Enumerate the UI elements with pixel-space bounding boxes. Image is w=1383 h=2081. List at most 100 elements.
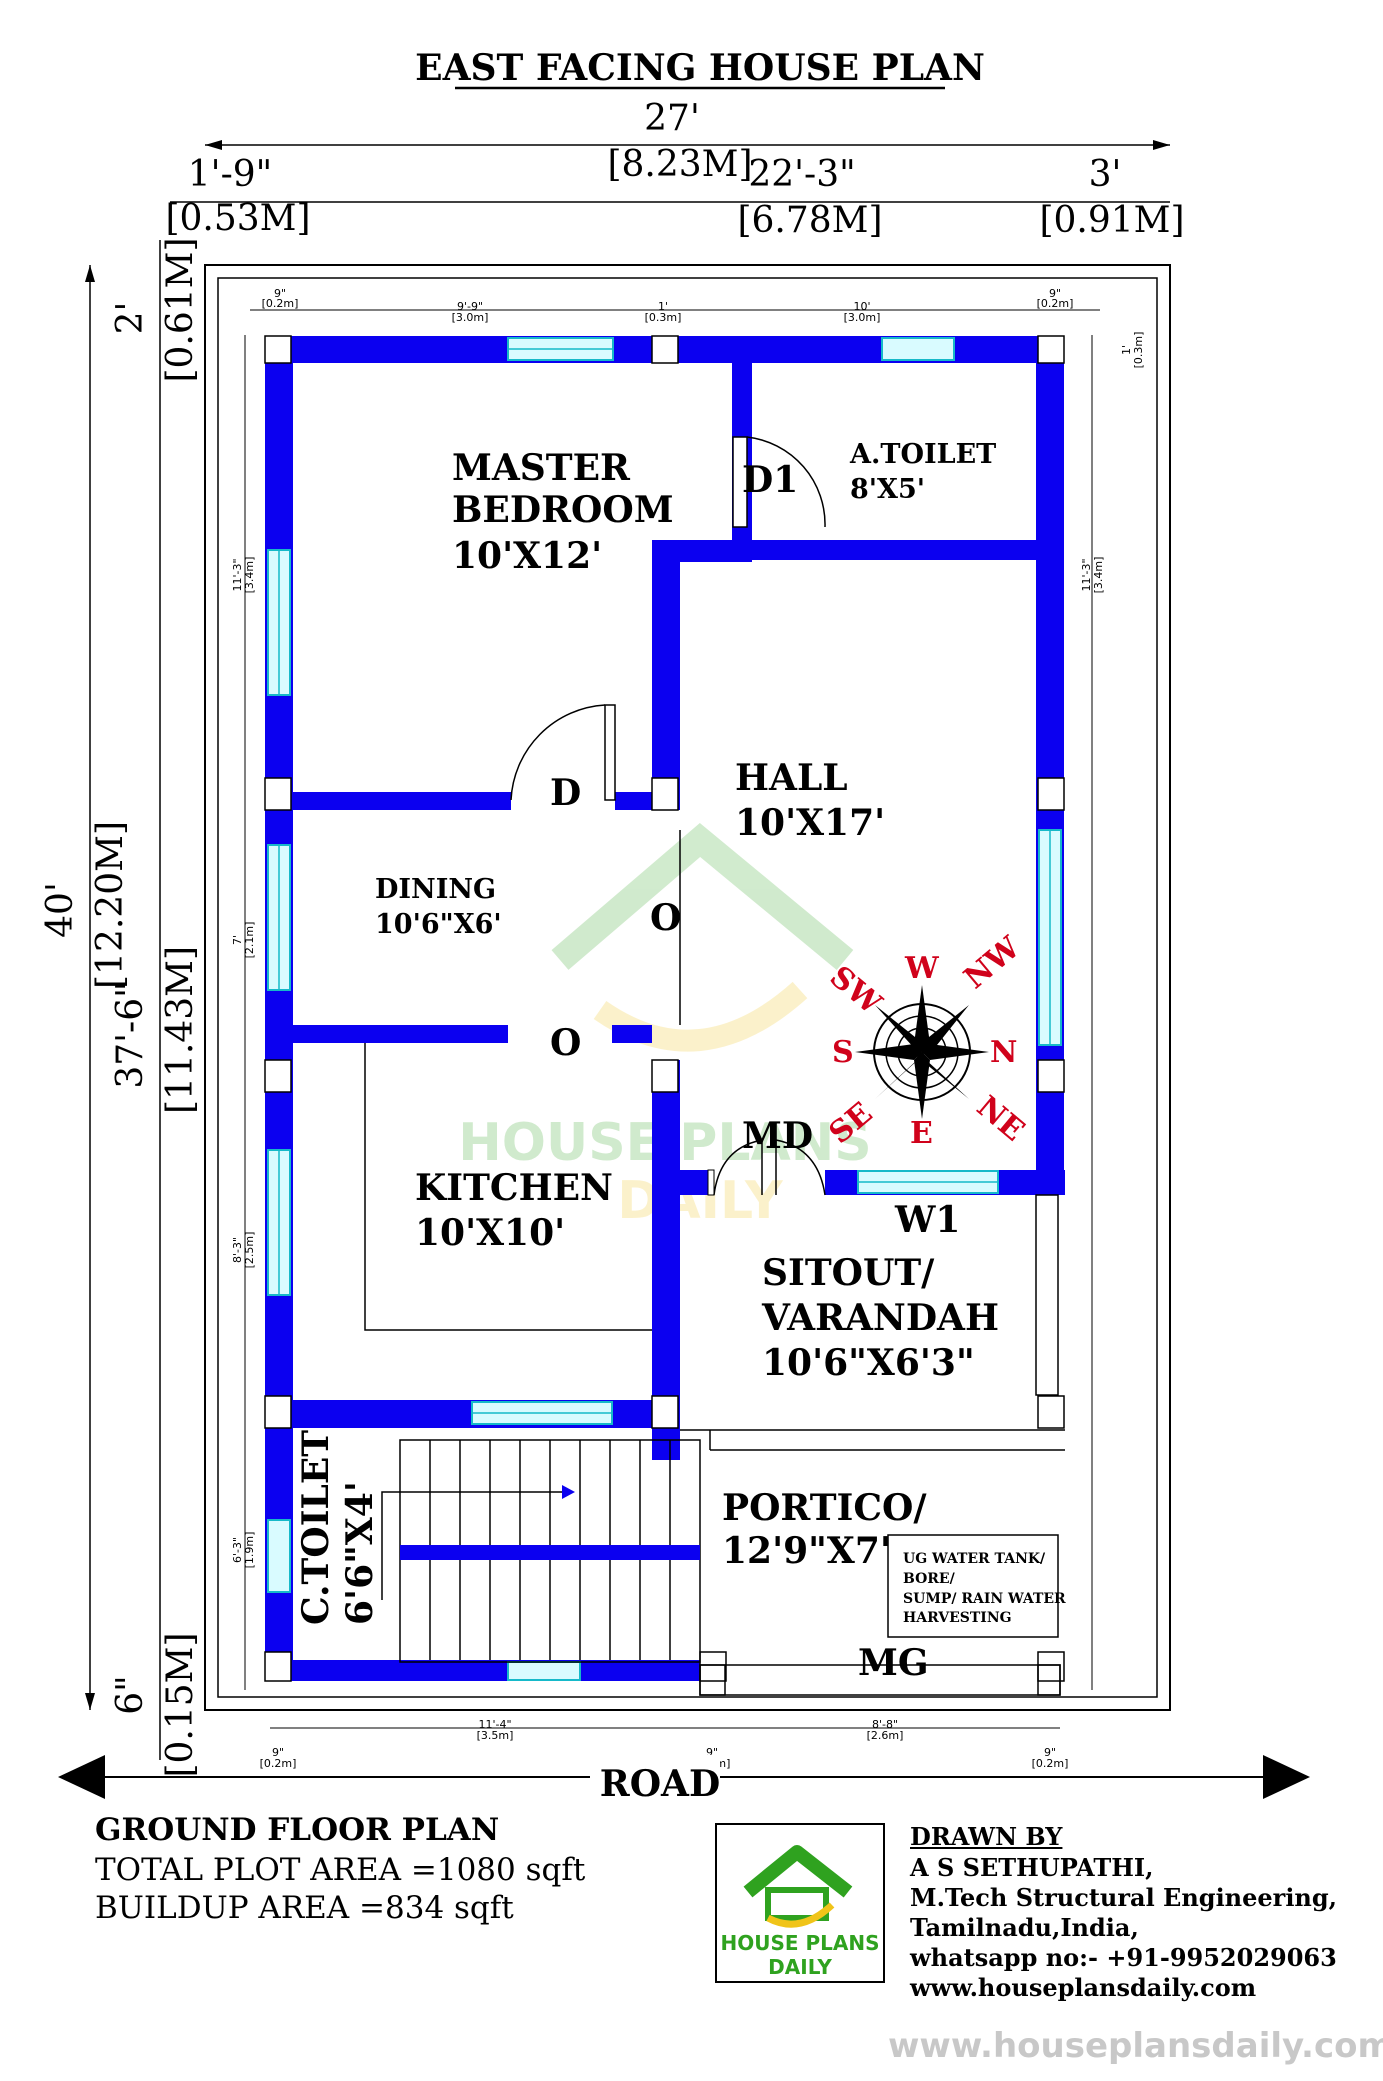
left-setback-metric: [0.53M] bbox=[165, 198, 310, 239]
logo-text-line2: DAILY bbox=[768, 1955, 832, 1979]
middle-width-label: 22'-3" bbox=[748, 154, 855, 195]
tiny-dim-s5: 1' bbox=[1120, 345, 1133, 355]
main-door-right-swing bbox=[775, 1139, 826, 1196]
bottom-setback-label: 6" bbox=[110, 1675, 151, 1714]
room-dining: DINING bbox=[375, 874, 496, 905]
tiny-dim-b1: 11'-4" bbox=[478, 1718, 511, 1731]
wall-bedroom-hall bbox=[652, 540, 680, 810]
drawn-by-heading: DRAWN BY bbox=[910, 1822, 1063, 1851]
window-stair-bottom bbox=[507, 1661, 581, 1681]
compass-west: W bbox=[904, 951, 940, 986]
ug-tank-line4: HARVESTING bbox=[903, 1610, 1012, 1626]
room-master-bedroom-line1: MASTER bbox=[452, 447, 631, 489]
column bbox=[1037, 1059, 1065, 1093]
left-setback-label: 1'-9" bbox=[188, 154, 272, 195]
room-kitchen-size: 10'X10' bbox=[415, 1212, 565, 1254]
dim-arrow-left bbox=[205, 140, 222, 150]
stair-arrow-line bbox=[381, 1491, 565, 1600]
kitchen-counter bbox=[364, 1043, 652, 1331]
tiny-dim-t3: 1' bbox=[658, 300, 668, 313]
footer-url[interactable]: www.houseplansdaily.com bbox=[888, 2026, 1383, 2066]
room-attached-toilet-size: 8'X5' bbox=[850, 474, 925, 505]
door-d-swing bbox=[510, 704, 606, 801]
tiny-dim-s3: 8'-3" bbox=[231, 1237, 244, 1263]
tiny-dim-s1m: [3.4m] bbox=[243, 557, 256, 594]
tiny-dim-s1m-right: [3.4m] bbox=[1092, 557, 1105, 594]
label-d: D bbox=[550, 772, 581, 814]
room-portico-size: 12'9"X7' bbox=[722, 1530, 891, 1572]
door-d1-leaf bbox=[732, 436, 748, 528]
room-sitout-line2: VARANDAH bbox=[761, 1297, 999, 1339]
middle-depth-label: 37'-6" bbox=[110, 981, 151, 1088]
tiny-dim-b3-right: 9" bbox=[1044, 1746, 1056, 1759]
windows bbox=[267, 337, 1062, 1681]
ug-tank-box bbox=[887, 1534, 1059, 1638]
room-portico: PORTICO/ bbox=[722, 1487, 927, 1529]
top-setback-metric: [0.61M] bbox=[160, 237, 201, 382]
drawn-by-name: A S SETHUPATHI, bbox=[910, 1853, 1154, 1882]
column bbox=[651, 1059, 679, 1093]
dim-arrow-bottom bbox=[85, 1693, 95, 1710]
tiny-dim-t5: 9" bbox=[1049, 287, 1061, 300]
total-plot-area: TOTAL PLOT AREA =1080 sqft bbox=[95, 1852, 586, 1888]
plot-boundary-outer bbox=[204, 264, 1171, 1711]
tiny-dim-b3-left: 9" bbox=[272, 1746, 284, 1759]
compass-east: E bbox=[910, 1116, 933, 1151]
logo-text-line1: HOUSE PLANS bbox=[720, 1931, 879, 1955]
watermark-house-roof bbox=[551, 823, 854, 971]
compass-northwest: NW bbox=[958, 929, 1028, 996]
road-arrow-right bbox=[1263, 1755, 1310, 1799]
label-main-gate: MG bbox=[858, 1642, 929, 1684]
tiny-dim-s4m: [1.9m] bbox=[243, 1532, 256, 1569]
tiny-dim-b3m-right: [0.2m] bbox=[1032, 1757, 1069, 1770]
tiny-dim-s2m: [2.1m] bbox=[243, 922, 256, 959]
walls bbox=[265, 336, 1065, 1681]
columns bbox=[264, 335, 1065, 1682]
column bbox=[651, 1395, 679, 1429]
floor-plan-heading: GROUND FLOOR PLAN bbox=[95, 1812, 500, 1848]
tiny-dim-b2m: [2.6m] bbox=[867, 1729, 904, 1742]
window-ctoilet bbox=[267, 1519, 291, 1593]
tiny-dim-s2: 7' bbox=[231, 935, 244, 945]
column bbox=[264, 777, 292, 811]
tiny-dim-t1: 9" bbox=[274, 287, 286, 300]
wall-bedroom-corner bbox=[652, 540, 752, 562]
label-opening-hall: O bbox=[650, 897, 681, 939]
label-main-door: MD bbox=[742, 1115, 813, 1157]
wall-bottom bbox=[265, 1660, 700, 1681]
tiny-dim-b3m-left: [0.2m] bbox=[260, 1757, 297, 1770]
sitout-parapet bbox=[1035, 1194, 1059, 1396]
room-master-bedroom-size: 10'X12' bbox=[452, 535, 602, 577]
compass-southwest: SW bbox=[823, 959, 889, 1022]
room-common-toilet-size: 6'6"X4' bbox=[339, 1481, 381, 1625]
middle-depth-metric: [11.43M] bbox=[160, 946, 201, 1114]
stair-mid-landing bbox=[400, 1545, 700, 1560]
logo-swoosh-icon bbox=[766, 1902, 835, 1928]
tiny-dim-t4m: [3.0m] bbox=[844, 311, 881, 324]
tiny-dim-b2: 8'-8" bbox=[872, 1718, 898, 1731]
column bbox=[651, 777, 679, 811]
column bbox=[1037, 777, 1065, 811]
compass-north: N bbox=[990, 1035, 1017, 1070]
label-window-w1: W1 bbox=[894, 1199, 960, 1241]
middle-width-metric: [6.78M] bbox=[737, 200, 882, 241]
tiny-dim-b1m: [3.5m] bbox=[477, 1729, 514, 1742]
staircase bbox=[381, 1439, 701, 1663]
buildup-area: BUILDUP AREA =834 sqft bbox=[95, 1890, 514, 1926]
drawn-by-location: Tamilnadu,India, bbox=[910, 1913, 1139, 1942]
room-dining-size: 10'6"X6' bbox=[375, 909, 502, 940]
plan-title: EAST FACING HOUSE PLAN bbox=[415, 47, 985, 89]
compass-rose bbox=[855, 985, 989, 1119]
tiny-dim-t2m: [3.0m] bbox=[452, 311, 489, 324]
wall-dining-bottom-left bbox=[293, 1025, 508, 1043]
overall-width-metric: [8.23M] bbox=[607, 144, 752, 185]
tiny-dim-s4: 6'-3" bbox=[231, 1537, 244, 1563]
compass-south: S bbox=[832, 1035, 854, 1070]
tiny-dim-t2: 9'-9" bbox=[457, 300, 483, 313]
right-setback-metric: [0.91M] bbox=[1039, 200, 1184, 241]
room-common-toilet: C.TOILET bbox=[295, 1430, 337, 1625]
top-setback-label: 2' bbox=[110, 302, 151, 335]
room-sitout-size: 10'6"X6'3" bbox=[762, 1342, 975, 1384]
tiny-dim-t5m: [0.2m] bbox=[1037, 297, 1074, 310]
